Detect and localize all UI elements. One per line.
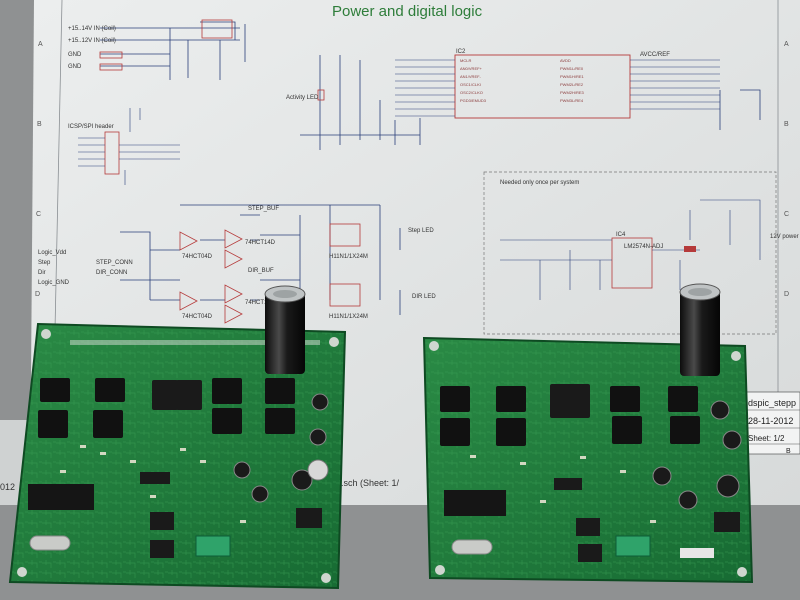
regulator-label: LM2574N-ADJ bbox=[624, 244, 663, 250]
power-12v-label: 12V power bbox=[770, 234, 799, 240]
title-block: dspic_stepp 28-11-2012 Sheet: 1/2 B bbox=[743, 391, 800, 455]
svg-text:AVDD: AVDD bbox=[560, 58, 571, 63]
svg-text:74HCT04D: 74HCT04D bbox=[182, 314, 213, 320]
title-block-name: dspic_stepp bbox=[748, 398, 796, 408]
sheet-file-label: per_4.sch (Sheet: 1/ bbox=[318, 478, 400, 488]
svg-text:IC2: IC2 bbox=[456, 49, 466, 55]
terminal-block-right bbox=[615, 535, 651, 557]
svg-text:74HCT14D: 74HCT14D bbox=[245, 240, 276, 246]
svg-text:OSC1/CLKI: OSC1/CLKI bbox=[460, 82, 481, 87]
capacitor-large-right bbox=[679, 283, 721, 376]
icsp-header-label: ICSP/SPI header bbox=[68, 124, 114, 130]
border-letter-a: A bbox=[38, 41, 43, 48]
dir-buf-label: DIR_BUF bbox=[248, 268, 274, 274]
dir-led-label: DIR LED bbox=[412, 294, 436, 300]
pcb-left bbox=[8, 285, 347, 590]
border-letter-d: D bbox=[35, 291, 40, 298]
svg-text:PWM1H/RE1: PWM1H/RE1 bbox=[560, 74, 585, 79]
svg-text:IC4: IC4 bbox=[616, 232, 626, 238]
activity-led-label: Activity LED bbox=[286, 95, 319, 101]
step-led-label: Step LED bbox=[408, 228, 434, 234]
step-buf-label: STEP_BUF bbox=[248, 206, 279, 212]
svg-text:74HCT14D: 74HCT14D bbox=[245, 300, 276, 306]
terminal-block-left bbox=[195, 535, 231, 557]
logic-gnd-label: Logic_GND bbox=[38, 280, 70, 286]
mosfet-row-left bbox=[38, 378, 295, 438]
regulator-box: Needed only once per system IC4 LM2574N-… bbox=[483, 171, 799, 335]
pcb-right bbox=[422, 283, 754, 584]
dir-label: Dir bbox=[38, 270, 46, 276]
power-section bbox=[99, 19, 246, 80]
crystal-left bbox=[29, 535, 71, 551]
title-block-rev: B bbox=[786, 448, 791, 455]
svg-text:+15..14V IN (Coil): +15..14V IN (Coil) bbox=[68, 26, 116, 32]
avcc-label: AVCC/REF bbox=[640, 52, 670, 58]
svg-text:PWM3L/RE4: PWM3L/RE4 bbox=[560, 98, 584, 103]
step-label: Step bbox=[38, 260, 51, 266]
svg-text:PWM2H/RE3: PWM2H/RE3 bbox=[560, 90, 585, 95]
svg-text:OSC2/CLKO: OSC2/CLKO bbox=[460, 90, 483, 95]
svg-text:A: A bbox=[784, 41, 789, 48]
note-label: Needed only once per system bbox=[500, 180, 579, 186]
icsp-header bbox=[78, 108, 180, 185]
border-letter-c: C bbox=[36, 211, 41, 218]
opto-label: H11N1/1X24M bbox=[329, 254, 368, 260]
crystal-right bbox=[451, 539, 493, 555]
border-letters: A B C D A B C D bbox=[35, 41, 789, 298]
svg-text:H11N1/1X24M: H11N1/1X24M bbox=[329, 314, 368, 320]
step-conn-label: STEP_CONN bbox=[96, 260, 133, 266]
schematic-title: Power and digital logic bbox=[332, 3, 483, 20]
svg-text:PWM1L/RE0: PWM1L/RE0 bbox=[560, 66, 584, 71]
svg-text:AN0/VREF+: AN0/VREF+ bbox=[460, 66, 483, 71]
title-block-sheet: Sheet: 1/2 bbox=[748, 434, 785, 443]
svg-text:PGD3/EMUD3: PGD3/EMUD3 bbox=[460, 98, 487, 103]
gate-74hct04d: 74HCT04D bbox=[182, 254, 213, 260]
svg-text:MCLR: MCLR bbox=[460, 58, 471, 63]
mcu-ic2: IC2 MCLR AN0/VREF+ AN1/VREF- OSC1/CLKI OSC2… bbox=[395, 49, 720, 119]
ic-large-left bbox=[28, 484, 94, 510]
svg-text:GND: GND bbox=[68, 64, 82, 70]
svg-text:PWM2L/RE2: PWM2L/RE2 bbox=[560, 82, 584, 87]
logic-section bbox=[120, 204, 401, 315]
logic-vdd-label: Logic_Vdd bbox=[38, 250, 66, 256]
left-fragment: 012 bbox=[0, 482, 15, 492]
title-block-date: 28-11-2012 bbox=[748, 416, 793, 426]
border-letter-b: B bbox=[37, 121, 42, 128]
svg-text:B: B bbox=[784, 121, 789, 128]
ic-large-right bbox=[444, 490, 506, 516]
capacitor-large-left bbox=[264, 285, 306, 374]
dir-conn-label: DIR_CONN bbox=[96, 270, 127, 276]
svg-text:D: D bbox=[784, 291, 789, 298]
svg-text:AN1/VREF-: AN1/VREF- bbox=[460, 74, 482, 79]
svg-text:C: C bbox=[784, 211, 789, 218]
svg-text:GND: GND bbox=[68, 52, 82, 58]
logic-gates bbox=[179, 223, 361, 324]
svg-text:+15..12V IN (Coil): +15..12V IN (Coil) bbox=[68, 38, 116, 44]
mosfet-row-right bbox=[440, 384, 700, 446]
